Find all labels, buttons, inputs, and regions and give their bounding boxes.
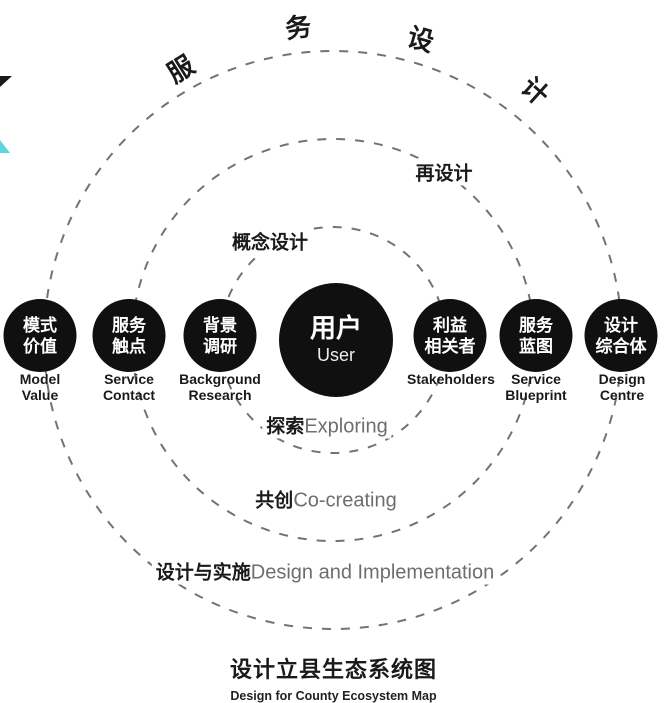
node-zh-line: 综合体 — [595, 336, 647, 356]
node-circle-background-research: 背景 调研 — [183, 299, 257, 372]
node-label-stakeholders: Stakeholders — [407, 371, 495, 387]
node-zh-line: 价值 — [23, 336, 57, 356]
ring-label-exploring: 探索Exploring — [262, 411, 392, 439]
node-zh-line: 利益 — [433, 315, 467, 335]
node-zh-line: 背景 — [203, 315, 237, 335]
node-label-service-blueprint: Service Blueprint — [505, 371, 567, 403]
logo-fragment-teal-icon — [0, 140, 10, 153]
arc-title-char-2: 务 — [283, 10, 314, 45]
footer: 设计立县生态系统图 Design for County Ecosystem Ma… — [0, 652, 667, 703]
ring-label-co-creating: 共创Co-creating — [251, 485, 401, 513]
node-label-background-research: Background Research — [179, 371, 261, 403]
phase-label-redesign: 再设计 — [412, 158, 476, 186]
node-circle-design-centre: 设计 综合体 — [584, 299, 658, 372]
node-zh-line: 用户 — [309, 313, 362, 343]
node-zh-line: 蓝图 — [519, 336, 553, 356]
node-zh-line: 触点 — [112, 336, 146, 356]
node-zh-line: 模式 — [23, 315, 57, 335]
page-subtitle: Design for County Ecosystem Map — [230, 689, 437, 703]
ring-label-design-implementation: 设计与实施Design and Implementation — [151, 557, 499, 585]
logo-fragment-black-icon — [0, 76, 12, 87]
node-zh-line: 设计 — [604, 315, 638, 335]
node-circle-user: 用户 User — [279, 283, 393, 397]
node-en-line: User — [316, 345, 355, 365]
node-circle-model-value: 模式 价值 — [3, 299, 77, 372]
node-zh-line: 相关者 — [424, 336, 476, 356]
node-label-design-centre: Design Centre — [598, 371, 646, 403]
page-title: 设计立县生态系统图 — [229, 657, 437, 682]
node-label-service-contact: Service Contact — [102, 371, 156, 403]
node-circle-service-blueprint: 服务 蓝图 — [499, 299, 573, 372]
node-zh-line: 服务 — [519, 315, 553, 335]
node-zh-line: 服务 — [112, 315, 146, 335]
node-circle-stakeholders: 利益 相关者 — [413, 299, 487, 372]
node-circle-service-contact: 服务 触点 — [92, 299, 166, 372]
phase-label-concept-design: 概念设计 — [228, 227, 312, 255]
node-zh-line: 调研 — [203, 336, 237, 356]
node-label-model-value: Model Value — [19, 371, 61, 403]
